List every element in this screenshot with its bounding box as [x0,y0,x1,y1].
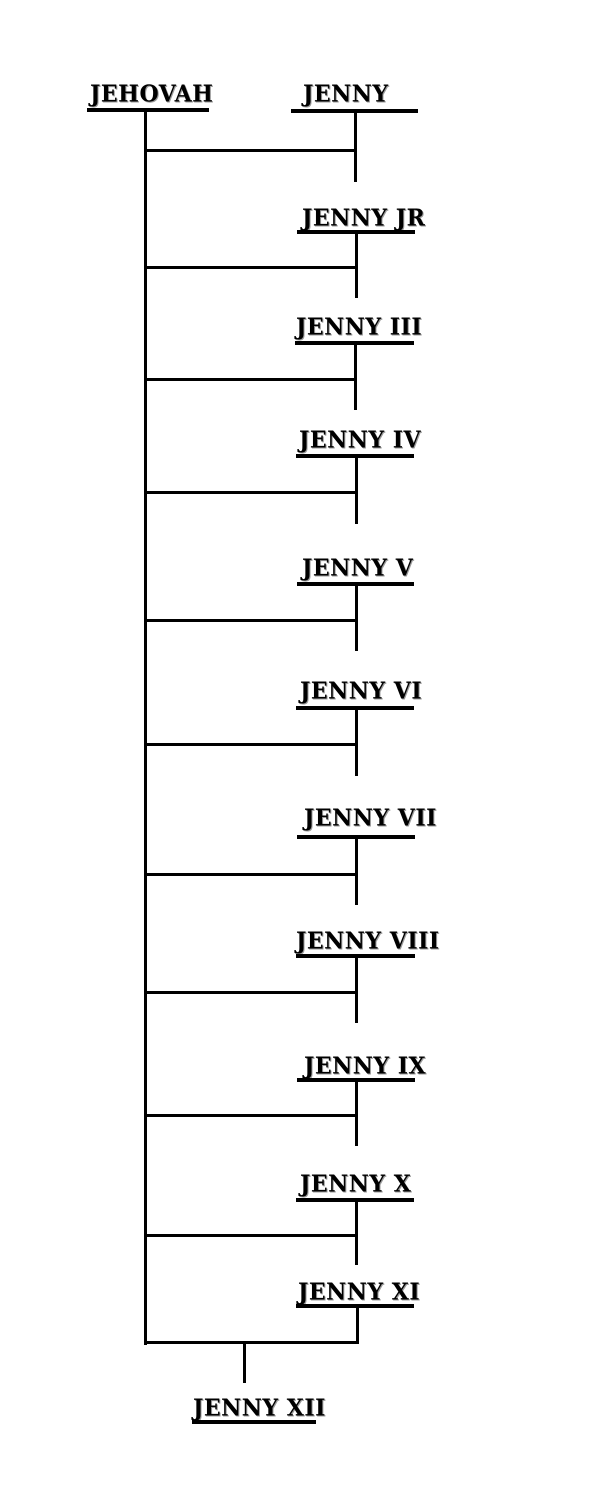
branch-line-8 [144,991,358,994]
node-label-jenny-v: JENNY V [302,554,414,582]
connector-jenny-ix [355,1080,358,1146]
node-label-jenny-vii: JENNY VII [304,804,437,832]
connector-jenny [354,112,357,182]
connector-jenny-viii [355,956,358,1023]
branch-line-6 [144,743,358,746]
node-label-jenny-xi: JENNY XI [298,1278,421,1306]
branch-line-1 [144,149,357,152]
node-underline-jenny-xii [192,1420,316,1424]
node-label-jehovah: JEHOVAH [90,80,214,108]
connector-jenny-iv [355,456,358,524]
node-label-jenny-viii: JENNY VIII [296,927,440,955]
descent-line-final [243,1343,246,1383]
node-label-jenny-iii: JENNY III [296,313,423,341]
connector-jenny-iii [354,343,357,410]
node-label-jenny-x: JENNY X [300,1170,412,1198]
connector-jenny-xi [356,1306,359,1344]
branch-line-7 [144,873,358,876]
node-label-jenny: JENNY [303,80,389,108]
connector-jenny-jr [355,232,358,298]
branch-line-5 [144,619,358,622]
final-union-line [144,1341,359,1344]
node-label-jenny-iv: JENNY IV [299,426,422,454]
node-underline-jehovah [87,108,209,112]
node-label-jenny-vi: JENNY VI [300,677,423,705]
branch-line-9 [144,1114,358,1117]
connector-jenny-x [355,1200,358,1265]
branch-line-2 [144,266,358,269]
branch-line-10 [144,1234,358,1237]
branch-line-3 [144,378,357,381]
connector-jenny-vii [355,837,358,905]
connector-jenny-vi [355,708,358,776]
node-underline-jenny-xi [296,1304,414,1308]
connector-jenny-v [355,584,358,651]
node-underline-jenny [291,109,418,113]
trunk-line [144,110,147,1345]
node-label-jenny-xii: JENNY XII [193,1394,326,1422]
node-label-jenny-jr: JENNY JR [302,204,426,232]
node-label-jenny-ix: JENNY IX [304,1052,427,1080]
branch-line-4 [144,491,358,494]
